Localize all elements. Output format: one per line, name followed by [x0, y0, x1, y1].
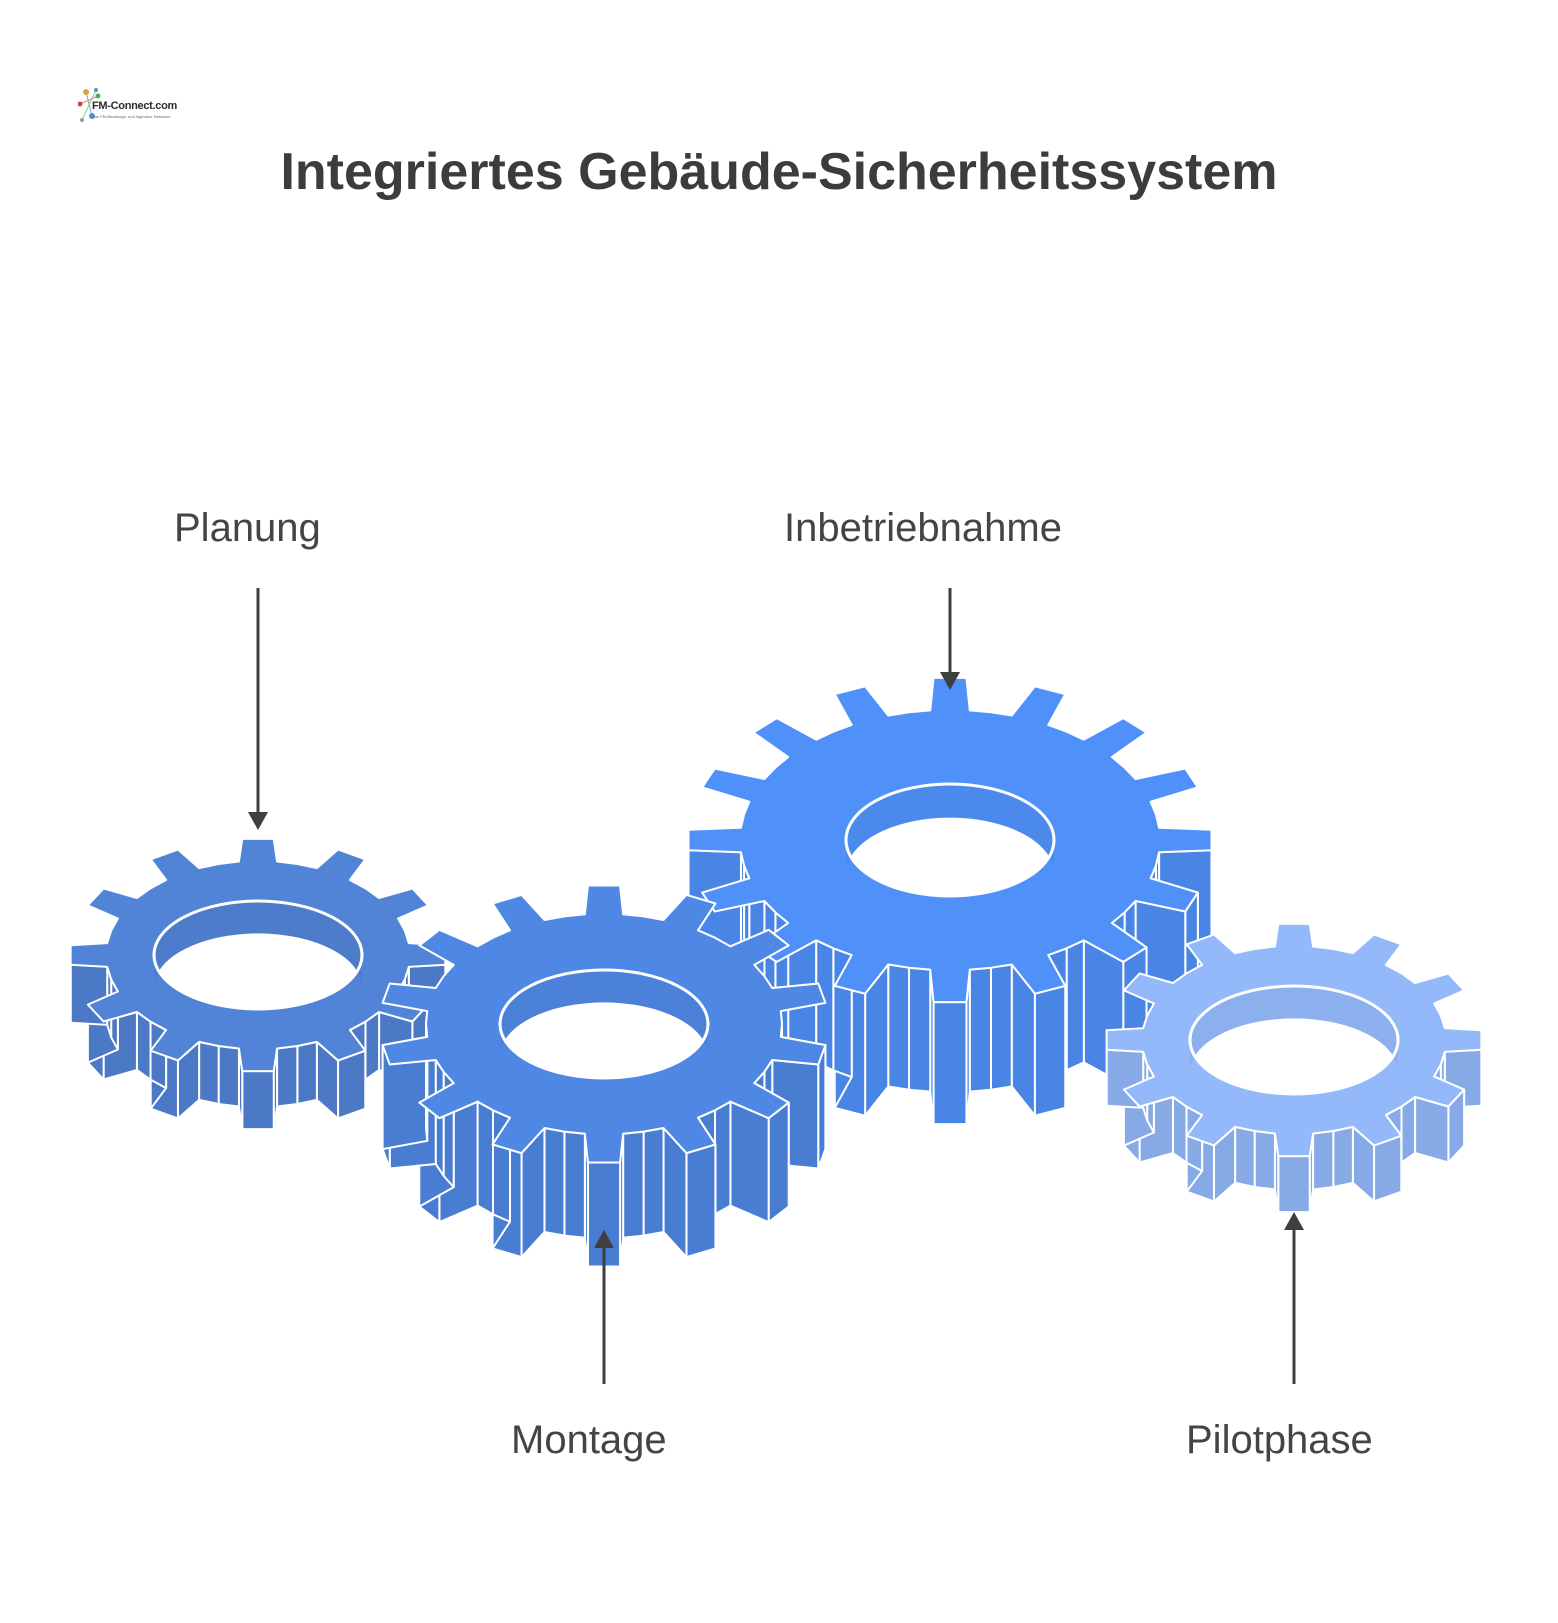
label-inbetriebnahme: Inbetriebnahme	[784, 506, 1062, 550]
gear-montage-side-face	[729, 1100, 770, 1224]
gear-pilotphase-side-face	[1253, 1130, 1276, 1191]
gear-pilotphase	[1105, 922, 1483, 1214]
logo-subtitle: Das FM-Beratungs- und Ingenieur-Netzwerk	[92, 114, 171, 119]
gear-planung-side-face	[198, 1040, 220, 1106]
gear-montage-side-face	[767, 1101, 790, 1224]
logo-text: FM-Connect.com	[92, 100, 178, 112]
gear-montage-hole-rim	[498, 968, 710, 1080]
gear-planung-hole-wall	[154, 901, 362, 988]
gear-planung-hole-bottom	[156, 934, 360, 1008]
gear-pilotphase-hole-wall	[1190, 986, 1398, 1073]
gear-montage-side-face	[563, 1130, 586, 1239]
gear-inbetriebnahme-side-face	[989, 963, 1013, 1091]
fm-connect-logo	[78, 88, 101, 122]
label-planung: Planung	[174, 506, 321, 550]
logo-network-icon	[78, 88, 101, 122]
gear-planung-side-face	[364, 1010, 381, 1081]
gear-inbetriebnahme-hole-wall	[846, 784, 1054, 874]
gear-pilotphase-hole-bottom	[1192, 1019, 1396, 1093]
gear-montage-side-face	[476, 1100, 495, 1216]
gear-pilotphase-hole-rim	[1188, 984, 1400, 1096]
gear-planung-side-face	[217, 1045, 240, 1108]
gear-planung-side-face	[241, 1070, 275, 1131]
gear-planung-side-face	[337, 1049, 367, 1120]
gear-montage-side-face	[622, 1130, 645, 1239]
gear-inbetriebnahme-side-face	[908, 966, 932, 1093]
gear-inbetriebnahme-side-face	[1065, 939, 1085, 1072]
label-montage: Montage	[511, 1418, 667, 1462]
gear-montage-hole-wall	[500, 970, 708, 1057]
gear-pilotphase-side-face	[1373, 1134, 1403, 1203]
gear-pilotphase-side-face	[1234, 1125, 1256, 1189]
gear-inbetriebnahme-hole-bottom	[848, 818, 1052, 895]
gear-inbetriebnahme-side-face	[887, 963, 911, 1091]
gear-montage-side-face	[543, 1127, 566, 1237]
gear-inbetriebnahme-side-face	[932, 1001, 968, 1126]
gear-pilotphase-side-face	[1332, 1125, 1354, 1189]
gear-montage-hole-bottom	[502, 1003, 706, 1077]
gear-inbetriebnahme-side-face	[968, 966, 992, 1093]
arrowhead-planung	[248, 812, 268, 830]
gear-pilotphase-side-face	[1400, 1095, 1417, 1164]
page-title: Integriertes Gebäude-Sicherheitssystem	[280, 143, 1278, 201]
arrowhead-pilotphase	[1284, 1212, 1304, 1230]
gear-pilotphase-side-face	[1312, 1130, 1335, 1191]
gear-inbetriebnahme-side-face	[1033, 984, 1067, 1117]
gear-montage-side-face	[685, 1143, 717, 1259]
gear-pilotphase-side-face	[1171, 1095, 1188, 1164]
gear-pilotphase-side-face	[1414, 1095, 1450, 1164]
gear-planung-side-face	[135, 1010, 152, 1081]
gear-montage-side-face	[713, 1100, 732, 1216]
gear-montage-side-face	[642, 1127, 665, 1237]
gear-inbetriebnahme-hole-rim	[844, 782, 1056, 898]
gear-planung-side-face	[296, 1040, 318, 1106]
arrowhead-montage	[594, 1230, 614, 1248]
label-pilotphase: Pilotphase	[1186, 1418, 1373, 1462]
arrowhead-inbetriebnahme	[940, 672, 960, 690]
gear-montage	[381, 884, 827, 1268]
gear-planung-hole-rim	[152, 899, 364, 1011]
gear-planung-side-face	[276, 1045, 299, 1108]
gear-pilotphase-side-face	[1277, 1155, 1311, 1214]
